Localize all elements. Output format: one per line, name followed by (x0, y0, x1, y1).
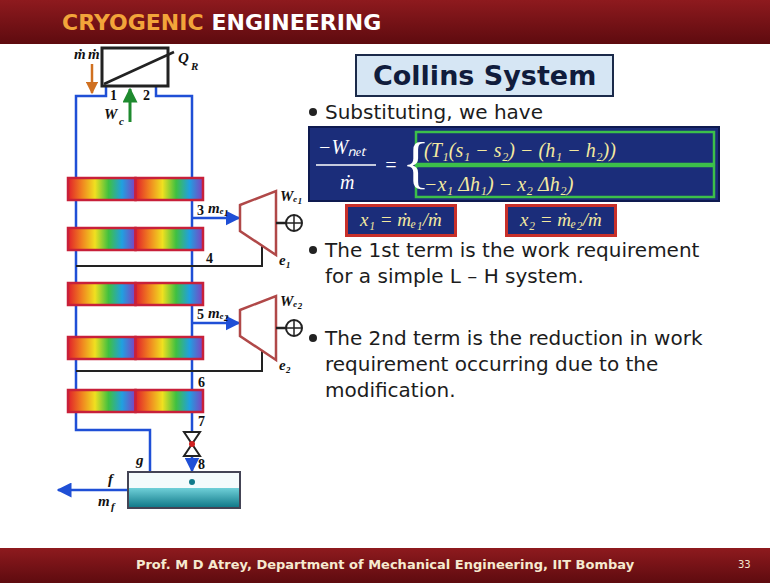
heat-exchanger-half (136, 178, 204, 200)
bullet-text: The 1st term is the work requirement for… (325, 237, 723, 289)
state-point: 3 (197, 203, 204, 219)
state-point: 8 (198, 457, 205, 473)
expander-work-symbol: Wₑ₂ (280, 293, 303, 310)
work-wheel (286, 320, 302, 336)
high-pressure-stream (156, 86, 192, 432)
expander-work-term: −x₁ Δh₁) − x₂ Δh₂) (424, 174, 573, 194)
heat-rejection-symbol: Q (178, 50, 189, 67)
fraction-bar (316, 164, 376, 166)
mass-flow-symbol: ṁ (74, 46, 86, 63)
bullet-dot (309, 246, 317, 254)
state-point: 6 (198, 375, 205, 391)
valve-outlet-line (191, 456, 194, 471)
bullet-text: Substituting, we have (325, 99, 723, 125)
ideal-work-term: (T₁(s₁ − s₂) − (h₁ − h₂)) (424, 140, 616, 160)
expander-exit-point: e₂ (279, 357, 291, 374)
expander-symbol (240, 296, 276, 360)
low-pressure-stream (76, 86, 150, 472)
term-outline (416, 132, 714, 164)
heat-exchanger-half (68, 283, 136, 305)
droplet (189, 479, 195, 485)
work-wheel-cross (286, 215, 302, 231)
heat-exchanger-half (68, 390, 136, 412)
ratio-definition: x₁ = ṁₑ₁/ṁ (360, 210, 442, 231)
expander-flow-symbol: mₑ₂ (208, 305, 229, 322)
page-number: 33 (738, 559, 751, 570)
ratio-definition: x₂ = ṁₑ₂/ṁ (520, 210, 602, 231)
work-numerator: −Wₙₑₜ (318, 137, 366, 157)
mass-flow-denominator: ṁ (340, 172, 354, 192)
subscript: R (191, 60, 198, 72)
work-wheel-cross (286, 320, 302, 336)
liquid-yield-symbol: m (98, 493, 110, 510)
equals-sign: = (384, 155, 398, 175)
heat-exchanger-half (136, 228, 204, 250)
state-point: 7 (198, 414, 205, 430)
heat-exchangers (68, 178, 203, 412)
expansion-valve (184, 432, 200, 456)
mass-flow-symbol: ṁ (88, 46, 100, 63)
compressor-symbol (104, 52, 174, 84)
heat-exchanger-half (68, 178, 136, 200)
valve-stem (189, 441, 195, 447)
subscript: f (111, 500, 115, 512)
subscript: c (119, 115, 124, 127)
work-wheel (286, 215, 302, 231)
term-outline (416, 166, 714, 197)
work-input-arrow (129, 89, 132, 122)
expander-flow-symbol: mₑ₁ (208, 200, 229, 217)
equation-box: −Wₙₑₜṁ={(T₁(s₁ − s₂) − (h₁ − h₂))−x₁ Δh₁… (308, 126, 720, 202)
footer-bar (0, 548, 770, 583)
bullet-dot (309, 108, 317, 116)
heat-exchanger-half (136, 390, 204, 412)
state-point: f (108, 471, 113, 488)
heat-exchanger-half (68, 228, 136, 250)
bullet-dot (309, 334, 317, 342)
liquid-level (129, 488, 239, 507)
liquid-receiver (128, 472, 240, 508)
state-point: 1 (110, 88, 117, 104)
state-point: 4 (206, 251, 213, 267)
work-symbol: W (104, 106, 117, 123)
header-bar (0, 0, 770, 44)
state-point: g (136, 452, 144, 469)
expander-inlet-line (192, 322, 239, 325)
slide-title: Collins System (355, 54, 614, 97)
state-point: 2 (143, 88, 150, 104)
bullet-text: The 2nd term is the reduction in work re… (325, 325, 723, 403)
header-text: CRYOGENIC (62, 10, 204, 35)
expander-shaft (276, 222, 286, 225)
stream-lines (58, 86, 239, 490)
liquid-product-line (58, 489, 128, 492)
heat-exchanger-half (136, 337, 204, 359)
definition-box: x₁ = ṁₑ₁/ṁ (345, 204, 457, 237)
expander-exit-point: e₁ (279, 252, 291, 269)
makeup-gas-arrow (91, 64, 94, 93)
heat-exchanger-half (68, 337, 136, 359)
expander-work-symbol: Wₑ₁ (280, 188, 303, 205)
header-text: ENGINEERING (212, 10, 382, 35)
footer-text: Prof. M D Atrey, Department of Mechanica… (0, 557, 770, 572)
expander-shaft (276, 327, 286, 330)
state-point: 5 (197, 307, 204, 323)
definition-box: x₂ = ṁₑ₂/ṁ (505, 204, 617, 237)
heat-exchanger-half (136, 283, 204, 305)
expander-symbol (240, 191, 276, 255)
